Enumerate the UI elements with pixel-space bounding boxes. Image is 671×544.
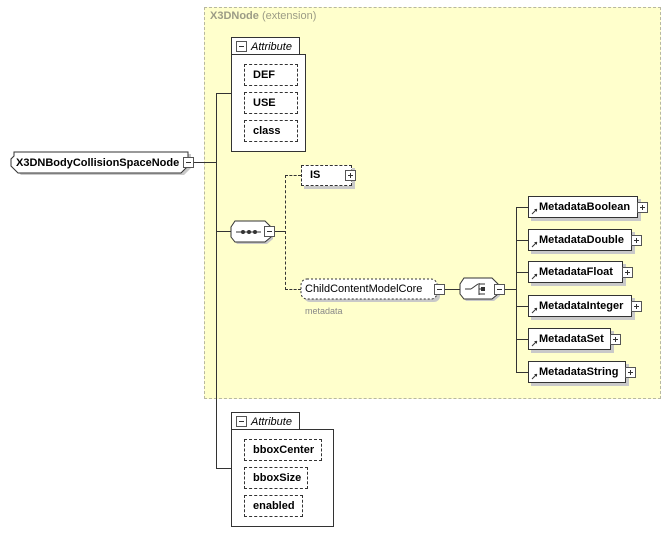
connector-seq-out	[275, 231, 285, 232]
choice-item-label: MetadataSet	[539, 332, 604, 345]
choice-tick	[516, 207, 528, 208]
connector-attr-2	[216, 468, 231, 469]
connector-sequence	[216, 231, 231, 232]
metadata-set-expand-icon[interactable]	[610, 334, 621, 345]
attribute-group-tab[interactable]: Attribute	[231, 37, 300, 55]
metadata-string-expand-icon[interactable]	[625, 367, 636, 378]
connector-root	[194, 162, 216, 163]
metadata-boolean-expand-icon[interactable]	[637, 202, 648, 213]
choice-compositor-shape	[459, 277, 500, 301]
connector-spine	[216, 93, 217, 469]
is-element-label: IS	[310, 169, 321, 181]
attribute-group-title: Attribute	[251, 40, 292, 53]
choice-tick	[516, 240, 528, 241]
choice-tick	[516, 339, 528, 340]
choice-item-label: MetadataString	[539, 365, 619, 378]
connector-attr-1	[216, 93, 231, 94]
metadata-float-expand-icon[interactable]	[622, 267, 633, 278]
reference-arrow-icon	[531, 373, 538, 380]
attribute-group-title: Attribute	[251, 415, 292, 428]
reference-arrow-icon	[531, 340, 538, 347]
connector-choice-out	[504, 289, 516, 290]
root-element-label[interactable]: X3DNBodyCollisionSpaceNode	[16, 156, 180, 169]
choice-tick	[516, 272, 528, 273]
attribute-group-collapse-icon[interactable]	[236, 416, 247, 427]
reference-arrow-icon	[531, 307, 538, 314]
choice-item-metadata-integer[interactable]: MetadataInteger	[528, 295, 632, 317]
connector-seq-branch	[285, 175, 286, 290]
group-ref-collapse-icon[interactable]	[434, 284, 445, 295]
sequence-collapse-icon[interactable]	[264, 226, 275, 237]
choice-tick	[516, 372, 528, 373]
choice-tick	[516, 306, 528, 307]
sequence-compositor-shape	[230, 220, 273, 244]
choice-item-metadata-set[interactable]: MetadataSet	[528, 328, 611, 350]
group-ref-caption: metadata	[305, 306, 343, 316]
is-expand-icon[interactable]	[345, 170, 356, 181]
attribute-bbox-size[interactable]: bboxSize	[244, 467, 308, 489]
choice-collapse-icon[interactable]	[494, 284, 505, 295]
root-element-shape	[10, 151, 191, 175]
connector-choice-spine	[516, 207, 517, 373]
choice-item-label: MetadataBoolean	[539, 200, 631, 213]
choice-item-metadata-double[interactable]: MetadataDouble	[528, 229, 632, 251]
attribute-bbox-center[interactable]: bboxCenter	[244, 439, 322, 461]
reference-arrow-icon	[531, 208, 538, 215]
connector-is	[285, 175, 301, 176]
choice-item-label: MetadataFloat	[539, 265, 613, 278]
attribute-enabled[interactable]: enabled	[244, 495, 303, 517]
extension-kind: (extension)	[261, 10, 317, 22]
root-collapse-icon[interactable]	[183, 157, 194, 168]
metadata-double-expand-icon[interactable]	[631, 235, 642, 246]
attribute-group-collapse-icon[interactable]	[236, 41, 247, 52]
attribute-class[interactable]: class	[244, 120, 298, 142]
choice-item-metadata-float[interactable]: MetadataFloat	[528, 261, 623, 283]
attribute-def[interactable]: DEF	[244, 64, 298, 86]
choice-item-label: MetadataInteger	[539, 299, 624, 312]
choice-item-label: MetadataDouble	[539, 233, 624, 246]
group-ref-label[interactable]: ChildContentModelCore	[305, 283, 423, 295]
connector-group	[285, 289, 301, 290]
connector-group-choice	[444, 289, 460, 290]
extension-title: X3DNode (extension)	[210, 10, 316, 22]
group-ref-shape	[300, 278, 440, 302]
metadata-integer-expand-icon[interactable]	[631, 301, 642, 312]
attribute-use[interactable]: USE	[244, 92, 298, 114]
attribute-group-tab[interactable]: Attribute	[231, 412, 300, 430]
reference-arrow-icon	[531, 241, 538, 248]
choice-item-metadata-boolean[interactable]: MetadataBoolean	[528, 196, 638, 218]
extension-base-name: X3DNode	[210, 10, 259, 22]
choice-item-metadata-string[interactable]: MetadataString	[528, 361, 626, 383]
reference-arrow-icon	[531, 273, 538, 280]
